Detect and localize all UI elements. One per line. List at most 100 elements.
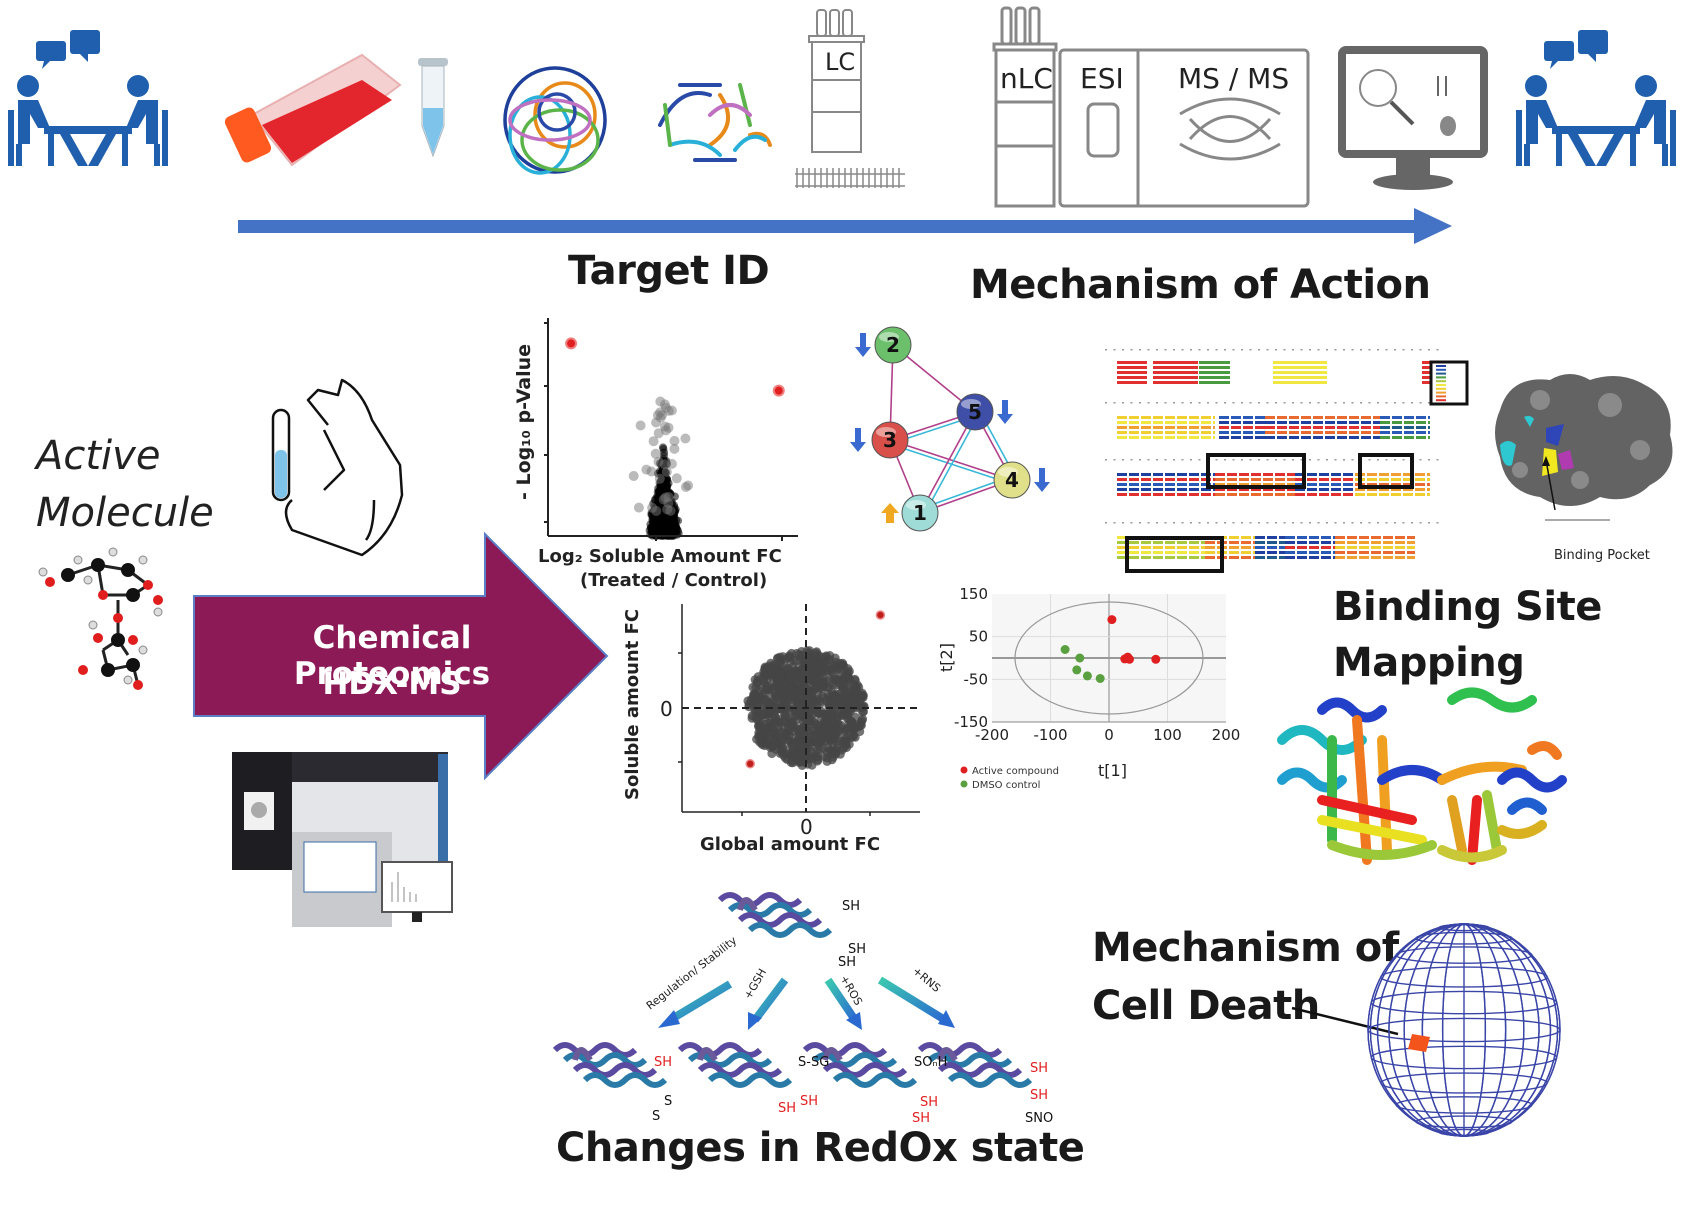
scatter2-point xyxy=(846,732,856,742)
coverage-bar xyxy=(1153,426,1163,429)
scatter2-highlight-point xyxy=(745,759,755,769)
p4-sno: SNO xyxy=(1025,1111,1053,1126)
p1-s1: S xyxy=(664,1094,672,1109)
pca-x-tick: 200 xyxy=(1212,726,1241,744)
scatter2-y-label: Soluble amount FC xyxy=(622,609,643,800)
coverage-bar xyxy=(1263,483,1273,486)
coverage-bar xyxy=(1355,493,1365,496)
coverage-bar xyxy=(1383,546,1393,549)
coverage-bar xyxy=(1201,431,1211,434)
coverage-bar xyxy=(1141,488,1151,491)
volcano-point xyxy=(671,473,682,484)
coverage-bar xyxy=(1325,431,1335,434)
scatter2-point xyxy=(762,697,772,707)
coverage-bar xyxy=(1255,426,1265,429)
binding-site-title-line2: Mapping xyxy=(1333,640,1525,686)
coverage-bar xyxy=(1337,416,1347,419)
coverage-bar xyxy=(1321,546,1331,549)
coverage-bar xyxy=(1359,536,1369,539)
scatter2-x-label: Global amount FC xyxy=(700,834,880,855)
coverage-bar xyxy=(1395,536,1405,539)
volcano-point xyxy=(669,443,680,454)
coverage-bar xyxy=(1287,493,1295,496)
coverage-bar xyxy=(1227,478,1237,481)
coverage-bar xyxy=(1267,546,1277,549)
coverage-bar xyxy=(1227,488,1237,491)
coverage-bar xyxy=(1321,541,1331,544)
coverage-bar xyxy=(1415,488,1425,491)
coverage-bar xyxy=(1153,493,1163,496)
coverage-bar xyxy=(1297,556,1307,559)
cell-death-title-line1: Mechanism of xyxy=(1092,925,1399,971)
coverage-bar xyxy=(1117,376,1147,379)
coverage-bar xyxy=(1267,541,1277,544)
coverage-bar xyxy=(1153,546,1163,549)
coverage-bar xyxy=(1309,536,1319,539)
coverage-bar xyxy=(1289,436,1299,439)
up-regulation-arrow-icon xyxy=(881,503,899,523)
network-node-label: 5 xyxy=(968,400,982,424)
coverage-bar xyxy=(1189,493,1199,496)
workflow-arrow xyxy=(238,208,1452,244)
coverage-bar xyxy=(1199,366,1230,369)
coverage-bar xyxy=(1427,483,1430,486)
scatter2-point xyxy=(859,707,868,717)
coverage-bar xyxy=(1117,431,1127,434)
scatter2-point xyxy=(815,696,825,706)
coverage-bar xyxy=(1391,493,1401,496)
coverage-bar xyxy=(1153,416,1163,419)
coverage-bar xyxy=(1343,488,1353,491)
coverage-bar xyxy=(1129,546,1139,549)
coverage-bar xyxy=(1325,436,1335,439)
volcano-point xyxy=(647,502,658,513)
pca-x-tick: -100 xyxy=(1033,726,1067,744)
coverage-bar xyxy=(1153,366,1198,369)
pca-x-tick: -200 xyxy=(975,726,1009,744)
pca-point xyxy=(1082,671,1092,681)
coverage-bar xyxy=(1285,541,1295,544)
p4-sh1: SH xyxy=(1030,1061,1048,1076)
esi-label: ESI xyxy=(1080,62,1124,95)
coverage-bar xyxy=(1153,541,1163,544)
coverage-bar xyxy=(1213,421,1215,424)
scatter2-point xyxy=(822,714,832,724)
hdx-ms-label: HDX-MS xyxy=(322,666,462,702)
pca-x-tick: 0 xyxy=(1104,726,1114,744)
coverage-bar xyxy=(1343,478,1353,481)
msms-label: MS / MS xyxy=(1178,62,1289,95)
coverage-bar xyxy=(1313,421,1323,424)
coverage-bar xyxy=(1165,473,1175,476)
coverage-bar xyxy=(1422,376,1430,379)
scatter2-point xyxy=(768,718,778,728)
coverage-bar xyxy=(1379,483,1389,486)
coverage-bar xyxy=(1189,488,1199,491)
coverage-bar xyxy=(1279,536,1285,539)
coverage-bar xyxy=(1335,556,1345,559)
coverage-bar xyxy=(1273,376,1327,379)
coverage-bar xyxy=(1241,536,1251,539)
scatter2-point xyxy=(842,710,852,720)
pca-y-tick: 150 xyxy=(959,585,988,603)
coverage-bar xyxy=(1428,421,1430,424)
coverage-bar xyxy=(1205,546,1215,549)
scatter2-highlight-point xyxy=(875,610,886,620)
coverage-bar xyxy=(1165,416,1175,419)
network-node-4 xyxy=(993,461,1031,499)
coverage-bar xyxy=(1343,493,1353,496)
coverage-bar xyxy=(1229,546,1239,549)
coverage-bar xyxy=(1371,556,1381,559)
coverage-bar xyxy=(1129,426,1139,429)
coverage-bar xyxy=(1205,551,1215,554)
coverage-bar xyxy=(1349,431,1359,434)
coverage-bar xyxy=(1117,366,1147,369)
damage-patch xyxy=(1408,1034,1430,1052)
coverage-bar xyxy=(1407,536,1415,539)
coverage-bar xyxy=(1117,546,1127,549)
volcano-y-label: - Log₁₀ p-Value xyxy=(513,344,535,500)
coverage-bar xyxy=(1117,436,1127,439)
coverage-bar xyxy=(1307,483,1317,486)
coverage-bar xyxy=(1117,551,1127,554)
scatter2-point xyxy=(849,689,859,699)
coverage-bar xyxy=(1285,556,1295,559)
coverage-bar xyxy=(1349,421,1359,424)
